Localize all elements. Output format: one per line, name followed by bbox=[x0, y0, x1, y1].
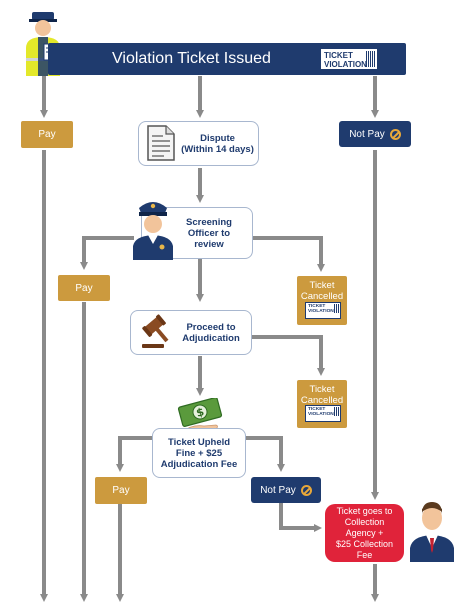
dispute-label-line2: (Within 14 days) bbox=[181, 143, 254, 155]
upheld-label-line3: Adjudication Fee bbox=[160, 458, 238, 470]
gavel-icon bbox=[142, 314, 169, 348]
pay-label-1: Pay bbox=[38, 129, 56, 140]
mini-ticket-1-line2: VIOLATION bbox=[308, 309, 334, 314]
police-officer-icon bbox=[133, 202, 173, 260]
pay-box-1: Pay bbox=[21, 121, 73, 148]
document-icon bbox=[147, 125, 175, 161]
not-pay-label-2: Not Pay bbox=[260, 484, 296, 496]
pay-label-2: Pay bbox=[75, 282, 93, 294]
not-pay-label-1: Not Pay bbox=[349, 128, 385, 140]
cancelled-1-label-line1: Ticket bbox=[309, 280, 335, 291]
collection-agency-box: Ticket goes to Collection Agency + $25 C… bbox=[325, 504, 404, 562]
mini-ticket-1-line1: TICKET bbox=[308, 304, 326, 309]
pay-box-3: Pay bbox=[95, 477, 147, 504]
pay-label-3: Pay bbox=[112, 485, 130, 496]
arrow-upheld-to-pay bbox=[116, 436, 152, 472]
arrow-upheld-to-not-pay bbox=[246, 436, 285, 472]
pay-box-2: Pay bbox=[58, 275, 110, 301]
screening-label-line3: review bbox=[194, 238, 224, 250]
arrow-screening-to-pay bbox=[80, 236, 134, 270]
svg-text:$: $ bbox=[195, 405, 206, 420]
cancelled-2-label-line1: Ticket bbox=[309, 384, 335, 395]
collection-label-line3: Agency + bbox=[345, 527, 384, 538]
ticket-violation-icon: TICKET VIOLATION bbox=[320, 48, 378, 70]
banner-title: Violation Ticket Issued bbox=[112, 50, 271, 67]
adjudication-label-line1: Proceed to bbox=[186, 321, 236, 333]
upheld-label-line2: Fine + $25 bbox=[175, 447, 223, 459]
collection-label-line4: $25 Collection bbox=[335, 538, 394, 549]
ticket-violation-icon-small-2: TICKET VIOLATION bbox=[305, 405, 341, 422]
arrow-adjudication-to-cancelled bbox=[252, 335, 325, 376]
not-pay-box-1: Not Pay bbox=[339, 121, 411, 147]
arrow-not-pay-to-collection-2 bbox=[279, 503, 322, 532]
collection-label-line5: Fee bbox=[356, 549, 373, 560]
ticket-violation-icon-small-1: TICKET VIOLATION bbox=[305, 302, 341, 319]
businessman-icon bbox=[410, 502, 454, 562]
banner-ticket-line1: TICKET bbox=[324, 51, 353, 60]
screening-label-line1: Screening bbox=[186, 216, 232, 228]
cancelled-2-label-line2: Cancelled bbox=[300, 395, 344, 406]
screening-label-line2: Officer to bbox=[187, 227, 231, 239]
upheld-label-line1: Ticket Upheld bbox=[167, 436, 231, 448]
cancelled-1-label-line2: Cancelled bbox=[300, 291, 344, 302]
ticket-upheld-box: Ticket Upheld Fine + $25 Adjudication Fe… bbox=[152, 428, 246, 478]
mini-ticket-2-line2: VIOLATION bbox=[308, 412, 334, 417]
prohibited-icon-2 bbox=[300, 484, 312, 496]
mini-ticket-2-line1: TICKET bbox=[308, 407, 326, 412]
banner-ticket-line2: VIOLATION bbox=[324, 60, 367, 69]
adjudication-label-line2: Adjudication bbox=[182, 332, 240, 344]
prohibited-icon bbox=[389, 128, 401, 140]
not-pay-box-2: Not Pay bbox=[251, 477, 321, 503]
arrow-screening-to-cancelled bbox=[253, 236, 325, 272]
dispute-label-line1: Dispute bbox=[200, 132, 235, 144]
collection-label-line2: Collection bbox=[344, 516, 385, 527]
collection-label-line1: Ticket goes to bbox=[336, 505, 393, 516]
